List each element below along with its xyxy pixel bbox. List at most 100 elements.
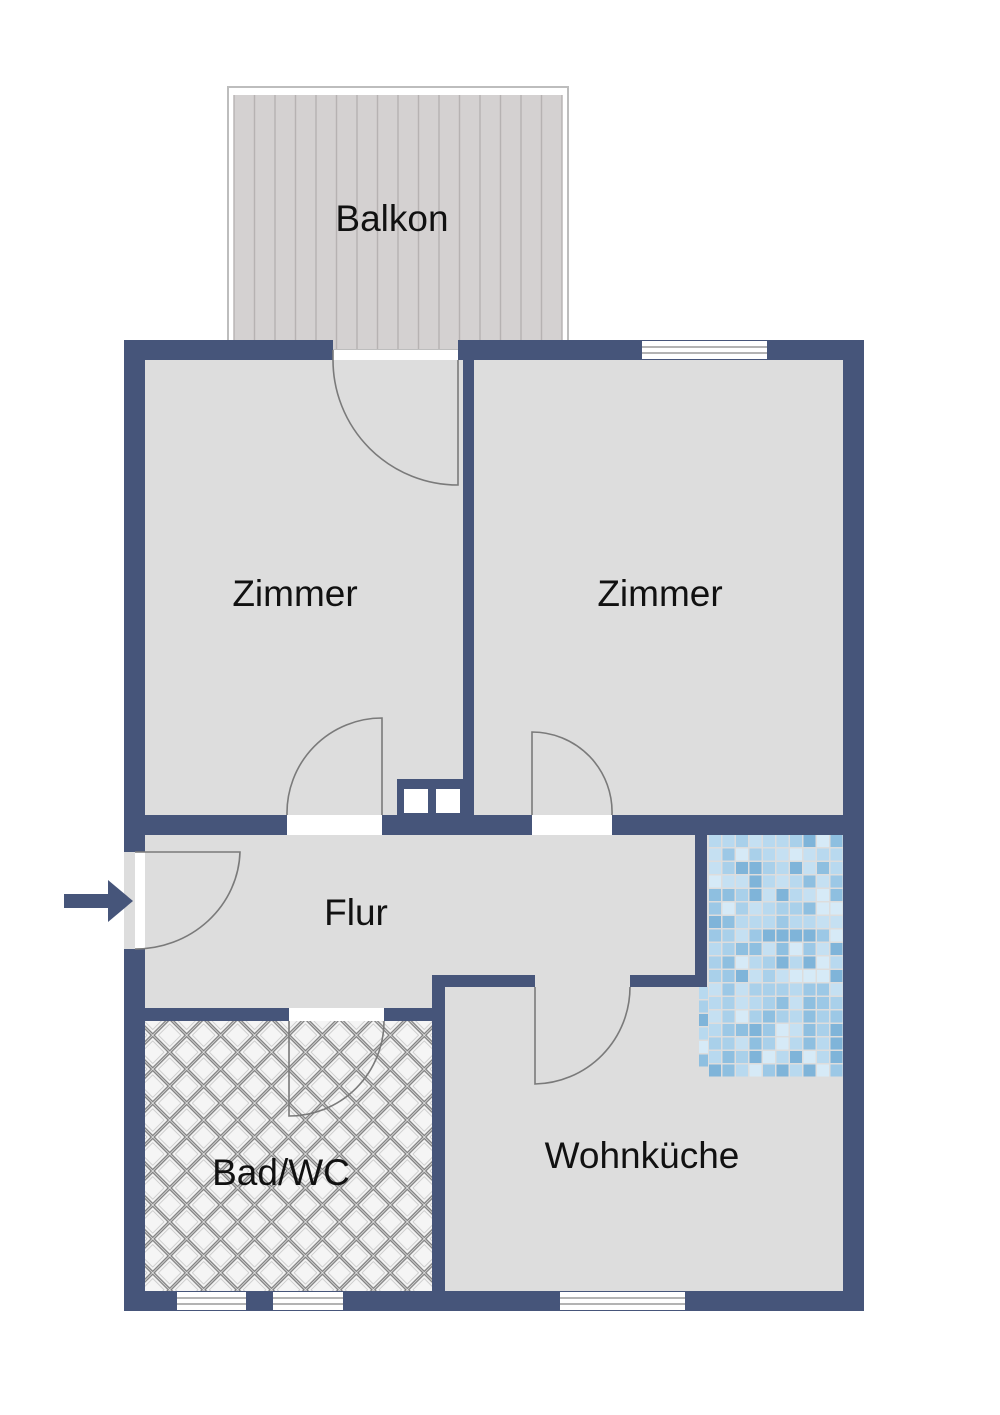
mosaic-tile	[736, 1010, 748, 1023]
wall-hall-top-2	[382, 815, 532, 835]
wall-bath-kitchen	[432, 975, 445, 1291]
mosaic-tile	[699, 1000, 708, 1013]
mosaic-tile	[749, 970, 762, 982]
mosaic-tile	[709, 835, 721, 847]
mosaic-tile	[722, 902, 735, 915]
mosaic-tile	[776, 970, 789, 982]
mosaic-tile	[736, 956, 748, 969]
mosaic-tile	[736, 1064, 748, 1077]
mosaic-tile	[722, 889, 735, 901]
label-room-left: Zimmer	[232, 573, 357, 614]
entrance-arrow-icon	[64, 880, 133, 922]
mosaic-tile	[709, 970, 721, 982]
mosaic-tile	[736, 1024, 748, 1036]
mosaic-tile	[763, 848, 775, 861]
mosaic-tile	[722, 916, 735, 928]
mosaic-tile	[699, 1041, 708, 1053]
wall-rooms-divider	[463, 360, 474, 815]
mosaic-tile	[749, 1010, 762, 1023]
mosaic-tile	[817, 1024, 829, 1036]
mosaic-tile	[790, 1064, 802, 1077]
window-kitchen	[560, 1292, 685, 1310]
mosaic-tile	[749, 875, 762, 888]
mosaic-tile	[803, 997, 816, 1009]
mosaic-tile	[830, 875, 843, 888]
window-bath-1	[177, 1292, 246, 1310]
mosaic-tile	[722, 1024, 735, 1036]
mosaic-tile	[709, 1024, 721, 1036]
mosaic-tile	[709, 889, 721, 901]
mosaic-tile	[709, 1064, 721, 1077]
mosaic-tile	[736, 875, 748, 888]
mosaic-tile	[817, 983, 829, 996]
mosaic-tile	[790, 916, 802, 928]
shaft-opening-2	[436, 789, 460, 813]
wall-left-lower	[124, 949, 145, 1311]
mosaic-tile	[830, 1024, 843, 1036]
mosaic-tile	[830, 1010, 843, 1023]
mosaic-tile	[736, 943, 748, 955]
mosaic-tile	[709, 1010, 721, 1023]
mosaic-tile	[830, 1064, 843, 1077]
mosaic-tile	[790, 862, 802, 874]
mosaic-tile	[817, 1037, 829, 1050]
mosaic-tile	[736, 997, 748, 1009]
wall-hall-right	[695, 835, 707, 987]
mosaic-tile	[803, 1051, 816, 1063]
mosaic-tile	[722, 929, 735, 942]
room-floors	[145, 360, 844, 1291]
mosaic-tile	[790, 970, 802, 982]
mosaic-tile	[803, 983, 816, 996]
wall-left-upper	[124, 340, 145, 852]
mosaic-tile	[749, 943, 762, 955]
mosaic-tile	[699, 1027, 708, 1040]
mosaic-tile	[722, 848, 735, 861]
mosaic-tile	[776, 862, 789, 874]
mosaic-tile	[722, 1064, 735, 1077]
mosaic-tile	[722, 970, 735, 982]
mosaic-tile	[776, 956, 789, 969]
mosaic-tile	[763, 916, 775, 928]
mosaic-tile	[749, 997, 762, 1009]
mosaic-tile	[776, 916, 789, 928]
mosaic-tile	[830, 997, 843, 1009]
mosaic-tile	[817, 997, 829, 1009]
mosaic-tile	[722, 943, 735, 955]
mosaic-tile	[749, 889, 762, 901]
mosaic-tile	[736, 929, 748, 942]
mosaic-tile	[736, 835, 748, 847]
mosaic-tile	[817, 929, 829, 942]
mosaic-tile	[722, 997, 735, 1009]
mosaic-tile	[749, 862, 762, 874]
mosaic-tile	[722, 983, 735, 996]
door-room-right	[531, 731, 613, 816]
mosaic-tile	[790, 848, 802, 861]
mosaic-tile	[736, 916, 748, 928]
mosaic-tile	[699, 1054, 708, 1067]
doors	[134, 350, 631, 1117]
mosaic-tile	[776, 943, 789, 955]
mosaic-tile	[817, 889, 829, 901]
mosaic-tile	[763, 875, 775, 888]
mosaic-tile	[776, 1037, 789, 1050]
kitchen-mosaic-tiles	[699, 835, 843, 1077]
mosaic-tile	[749, 956, 762, 969]
mosaic-tile	[790, 943, 802, 955]
mosaic-tile	[709, 1051, 721, 1063]
mosaic-tile	[817, 835, 829, 847]
shaft-opening-1	[404, 789, 428, 813]
mosaic-tile	[803, 1010, 816, 1023]
mosaic-tile	[722, 835, 735, 847]
mosaic-tile	[803, 1037, 816, 1050]
mosaic-tile	[803, 970, 816, 982]
mosaic-tile	[763, 1051, 775, 1063]
mosaic-tile	[749, 916, 762, 928]
mosaic-tile	[776, 902, 789, 915]
mosaic-tile	[803, 916, 816, 928]
mosaic-tile	[830, 835, 843, 847]
mosaic-tile	[722, 1010, 735, 1023]
mosaic-tile	[736, 848, 748, 861]
mosaic-tile	[749, 1037, 762, 1050]
mosaic-tile	[790, 929, 802, 942]
